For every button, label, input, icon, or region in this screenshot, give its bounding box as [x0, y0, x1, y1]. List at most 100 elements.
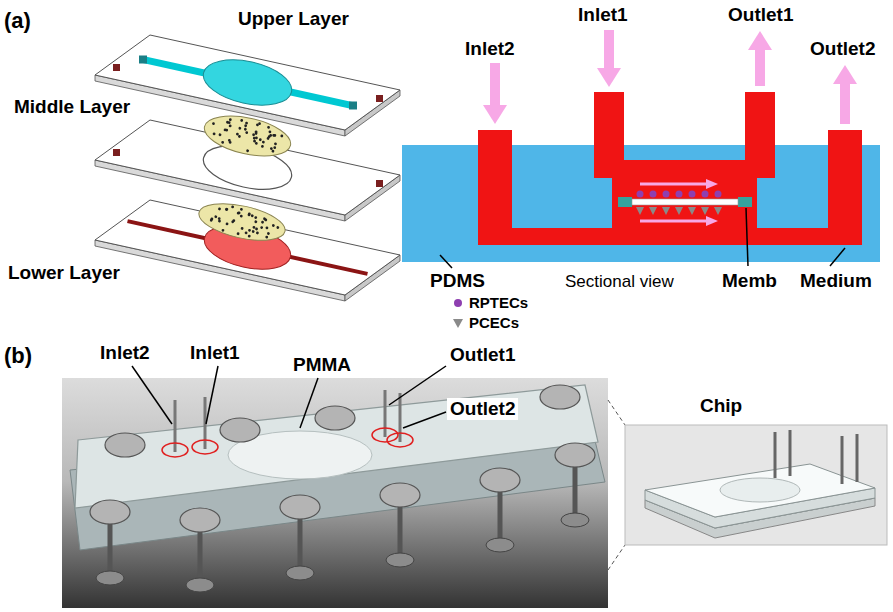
rptec-cell — [650, 191, 657, 198]
pore-dot — [256, 123, 259, 126]
pore-dot — [240, 119, 243, 122]
legend-item: PCECs — [452, 314, 519, 331]
pore-dot — [259, 138, 262, 141]
pore-dot — [248, 229, 251, 232]
pore-dot — [267, 135, 270, 138]
legend-marker — [452, 317, 464, 329]
pore-dot — [238, 135, 241, 138]
pcec-cell — [662, 207, 670, 215]
pore-dot — [270, 147, 273, 150]
pore-dot — [254, 132, 257, 135]
pore-dot — [225, 222, 228, 225]
pore-dot — [225, 208, 228, 211]
pore-dot — [236, 232, 239, 235]
pore-dot — [274, 142, 277, 145]
port-label: Inlet2 — [465, 38, 515, 60]
pore-dot — [218, 133, 221, 136]
pore-dot — [265, 226, 268, 229]
port-label: Inlet1 — [190, 342, 240, 364]
pore-dot — [225, 208, 228, 211]
pore-dot — [228, 124, 231, 127]
pore-dot — [248, 235, 251, 238]
pcec-cell — [688, 207, 696, 215]
sectional-view — [402, 92, 880, 262]
rptec-cell — [637, 191, 644, 198]
legend-marker — [452, 297, 464, 309]
pore-dot — [255, 227, 258, 230]
pore-dot — [251, 214, 254, 217]
view-caption: Sectional view — [565, 272, 674, 292]
rptec-marker — [454, 299, 462, 307]
pore-dot — [231, 220, 234, 223]
pore-dot — [245, 131, 248, 134]
rptec-cell — [663, 191, 670, 198]
pore-dot — [260, 226, 263, 229]
pore-dot — [272, 224, 275, 227]
pore-dot — [265, 235, 268, 238]
chip-inset — [608, 400, 887, 570]
material-label: PMMA — [290, 354, 354, 376]
pcec-cell — [649, 207, 657, 215]
pore-dot — [221, 229, 224, 232]
pore-dot — [212, 122, 215, 125]
device-photo — [62, 366, 608, 608]
legend-text: RPTECs — [469, 294, 528, 311]
pore-dot — [236, 132, 239, 135]
pore-dot — [246, 149, 249, 152]
upper-membrane — [201, 109, 295, 163]
panel-letter: (b) — [4, 343, 32, 368]
pore-dot — [252, 230, 255, 233]
port-label: Outlet1 — [728, 4, 793, 26]
pore-dot — [227, 121, 230, 124]
pore-dot — [218, 219, 221, 222]
pore-dot — [225, 128, 228, 131]
pcec-cell — [636, 207, 644, 215]
pore-dot — [210, 217, 213, 220]
pcec-cell — [714, 207, 722, 215]
rptec-cell — [715, 191, 722, 198]
pore-dot — [228, 139, 231, 142]
layer-label: Lower Layer — [8, 262, 120, 284]
pore-dot — [231, 205, 234, 208]
pore-dot — [255, 142, 258, 145]
pore-dot — [280, 134, 283, 137]
pore-dot — [247, 213, 250, 216]
pore-dot — [214, 215, 217, 218]
rptec-cell — [676, 191, 683, 198]
port-label: Outlet2 — [810, 38, 875, 60]
pore-dot — [271, 150, 274, 153]
pore-dot — [252, 226, 255, 229]
pore-dot — [253, 137, 256, 140]
pore-dot — [254, 216, 257, 219]
part-label: Memb — [722, 270, 777, 292]
pore-dot — [262, 140, 265, 143]
pore-dot — [268, 130, 271, 133]
port-label: Inlet2 — [100, 342, 150, 364]
pcec-cell — [675, 207, 683, 215]
pore-dot — [245, 121, 248, 124]
layer-label: Upper Layer — [238, 8, 349, 30]
pore-dot — [248, 212, 251, 215]
material-label: PDMS — [430, 270, 485, 292]
pore-dot — [238, 127, 241, 130]
pore-dot — [272, 134, 275, 137]
pore-dot — [221, 141, 224, 144]
pore-dot — [261, 221, 264, 224]
pcec-cell — [701, 207, 709, 215]
pore-dot — [267, 232, 270, 235]
pore-dot — [218, 207, 221, 210]
pore-dot — [244, 231, 247, 234]
legend-text: PCECs — [469, 314, 519, 331]
pore-dot — [273, 146, 276, 149]
legend-item: RPTECs — [452, 294, 528, 311]
pore-dot — [261, 145, 264, 148]
leader-lines — [440, 208, 845, 268]
pore-dot — [267, 126, 270, 129]
pore-dot — [240, 208, 243, 211]
pore-dot — [244, 124, 247, 127]
part-label: Chip — [700, 395, 742, 417]
pore-dot — [256, 231, 259, 234]
layer-label: Middle Layer — [14, 96, 130, 118]
pore-dot — [237, 211, 240, 214]
